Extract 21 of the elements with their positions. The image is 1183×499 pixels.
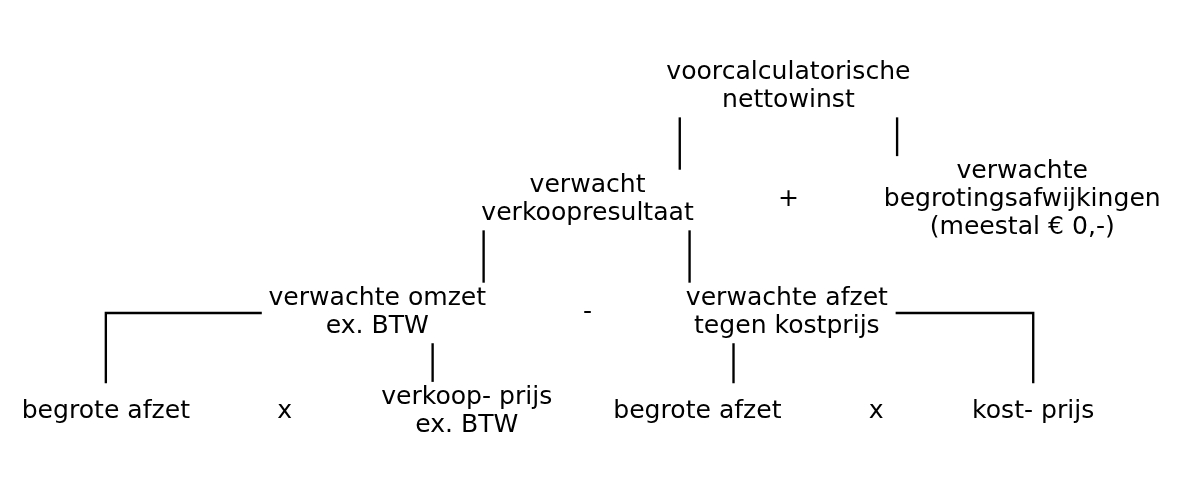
label: + [777,183,799,213]
connector [104,311,262,384]
node-text: verwachte begrotingsafwijkingen (meestal € 0,-) [883,154,1161,241]
connector [688,230,691,283]
label: - [583,296,593,326]
connector [895,117,899,157]
node-text: verwachte afzet tegen kostprijs [685,281,888,340]
connector [678,117,681,170]
label: x [868,394,884,424]
node-text: begrote afzet [613,394,782,424]
connector [431,343,434,382]
node-text: verwachte omzet ex. BTW [268,281,487,340]
node-text: kost- prijs [972,394,1095,424]
connector [895,311,1035,384]
node-text: begrote afzet [21,394,191,424]
node-text: voorcalculatorische nettowinst [666,55,911,114]
connector [482,230,485,283]
connector [732,343,735,384]
node-text: verwacht verkoopresultaat [481,168,694,227]
label: x [277,394,293,424]
node-text: verkoop- prijs ex. BTW [381,380,553,438]
